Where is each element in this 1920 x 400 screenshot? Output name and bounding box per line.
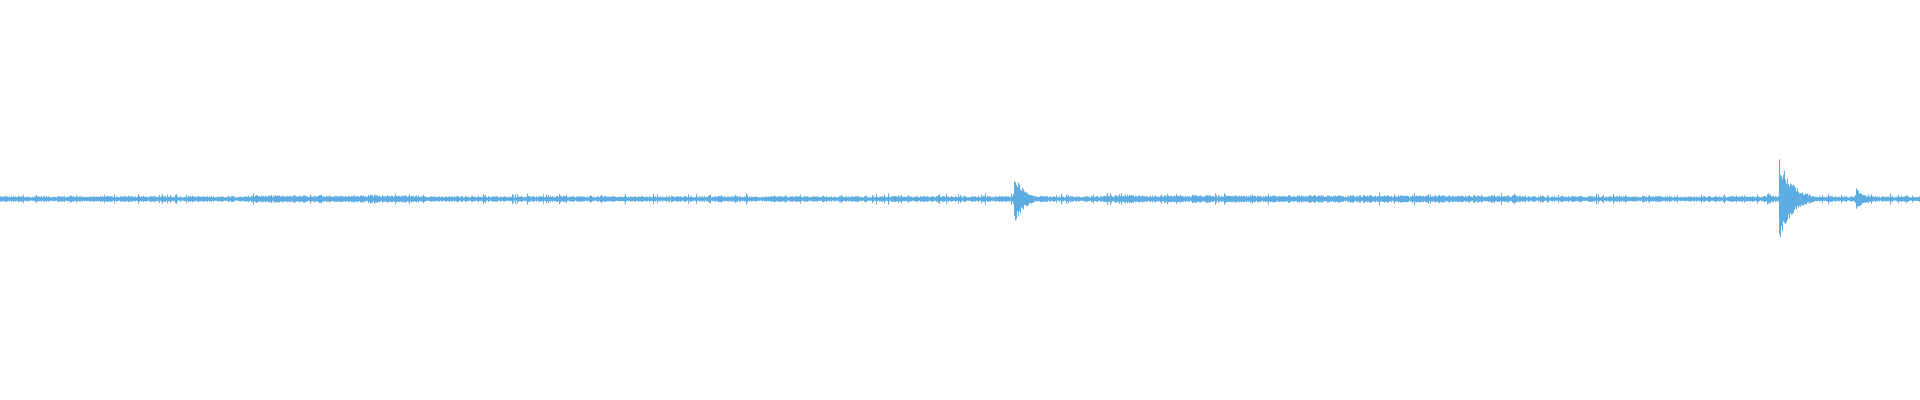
waveform	[0, 159, 1920, 237]
waveform-view	[0, 159, 1920, 237]
